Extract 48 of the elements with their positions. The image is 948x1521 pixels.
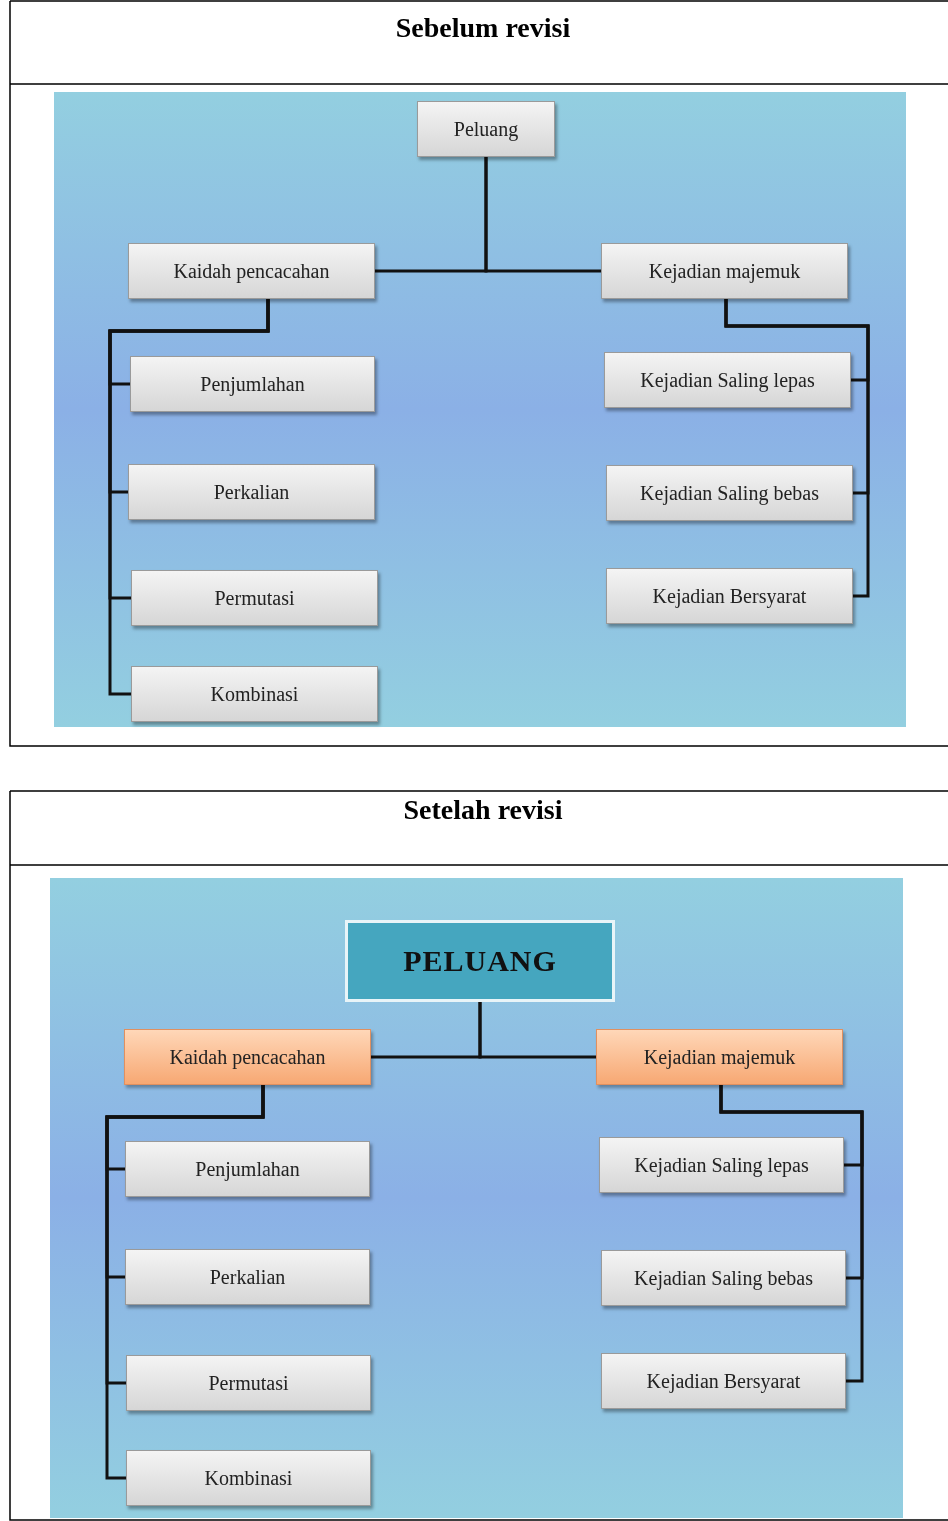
concept-label: Kejadian majemuk [648, 259, 801, 283]
concept-label: Kombinasi [204, 1466, 293, 1490]
concept-box [126, 1355, 371, 1411]
concept-box [606, 568, 853, 624]
concept-label: Permutasi [214, 586, 295, 610]
concept-box [131, 666, 378, 722]
concept-label: Penjumlahan [195, 1157, 300, 1181]
connector-line [724, 299, 870, 598]
concept-box [125, 1249, 370, 1305]
concept-box [601, 1250, 846, 1306]
connector-line [108, 299, 270, 696]
concept-label: Kejadian Saling lepas [640, 368, 815, 392]
concept-label: Peluang [453, 117, 519, 141]
concept-label: Kejadian Saling bebas [640, 481, 819, 505]
concept-label: Perkalian [209, 1265, 286, 1289]
concept-box [128, 464, 375, 520]
concept-box [596, 1029, 843, 1085]
concept-box [125, 1141, 370, 1197]
concept-label: Penjumlahan [200, 372, 305, 396]
concept-box [130, 356, 375, 412]
concept-box [417, 101, 555, 157]
concept-box [601, 243, 848, 299]
concept-box [131, 570, 378, 626]
concept-label: Kejadian majemuk [643, 1045, 796, 1069]
concept-box [345, 920, 615, 1002]
connector-line [478, 1002, 596, 1059]
concept-label: Kaidah pencacahan [173, 259, 330, 283]
table-header: Setelah revisi [403, 794, 563, 826]
concept-label: Kejadian Bersyarat [652, 584, 807, 608]
concept-label: Perkalian [213, 480, 290, 504]
concept-label: Permutasi [208, 1371, 289, 1395]
connector-line [719, 1085, 864, 1383]
concept-box [604, 352, 851, 408]
concept-box [128, 243, 375, 299]
concept-box [601, 1353, 846, 1409]
concept-box [126, 1450, 371, 1506]
concept-label: Kejadian Saling lepas [634, 1153, 809, 1177]
connector-line [484, 157, 601, 273]
table-header: Sebelum revisi [395, 12, 571, 44]
concept-label: Kaidah pencacahan [169, 1045, 326, 1069]
concept-label: Kejadian Saling bebas [634, 1266, 813, 1290]
concept-label: Kombinasi [210, 682, 299, 706]
concept-box [606, 465, 853, 521]
concept-box [599, 1137, 844, 1193]
connector-line [105, 1085, 265, 1480]
concept-label: Kejadian Bersyarat [646, 1369, 801, 1393]
concept-label: PELUANG [403, 944, 557, 978]
concept-box [124, 1029, 371, 1085]
